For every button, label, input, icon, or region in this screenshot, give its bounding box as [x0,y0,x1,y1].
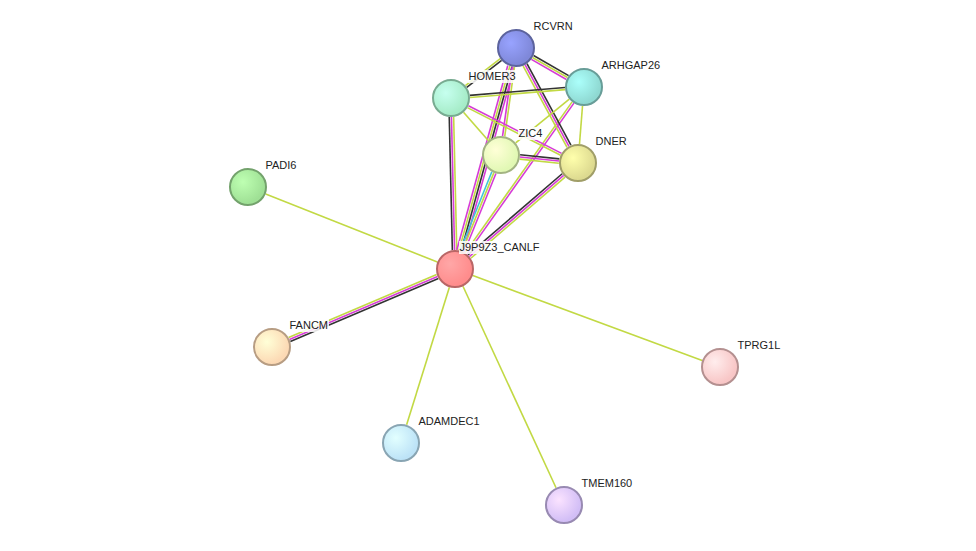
interaction-edge [579,106,582,144]
evidence-line [520,159,559,163]
evidence-line [290,278,438,341]
evidence-line [463,286,556,488]
node-label: ARHGAP26 [601,59,662,72]
evidence-line [289,274,437,337]
evidence-line [465,102,572,253]
evidence-line [407,287,450,425]
node-label: ADAMDEC1 [418,415,481,428]
protein-node: DNER [559,144,597,182]
node-label: RCVRN [533,20,574,33]
node-label: TMEM160 [581,477,634,490]
evidence-line [289,276,437,339]
evidence-line [532,57,567,77]
protein-node: ARHGAP26 [565,68,603,106]
protein-node: PADI6 [229,168,267,206]
interaction-edge [407,287,450,425]
evidence-line [470,90,565,98]
interaction-edge [289,274,439,341]
node-label: HOMER3 [468,70,517,83]
interaction-edge [266,194,438,262]
node-label: PADI6 [265,159,298,172]
interaction-edge [516,99,570,143]
protein-node: ZIC4 [482,136,520,174]
protein-node: J9P9Z3_CANLF [436,250,474,288]
protein-node: RCVRN [497,29,535,67]
interaction-edge [470,87,565,97]
protein-node: TMEM160 [545,486,583,524]
interaction-edge [449,117,457,250]
node-label: DNER [595,135,628,148]
interaction-edge [473,276,702,361]
interaction-edge [520,155,560,163]
evidence-line [473,276,702,361]
evidence-line [531,59,566,79]
interaction-edge [463,286,556,488]
evidence-line [454,117,457,250]
interaction-edge [531,56,568,80]
node-label: ZIC4 [518,127,544,140]
evidence-line [579,106,582,144]
node-label: J9P9Z3_CANLF [459,241,541,254]
protein-node: ADAMDEC1 [382,424,420,462]
evidence-line [266,194,438,262]
evidence-line [516,99,570,143]
protein-node: FANCM [253,328,291,366]
evidence-line [534,56,569,76]
node-label: FANCM [289,319,330,332]
protein-node: HOMER3 [432,79,470,117]
node-label: TPRG1L [737,339,782,352]
protein-node: TPRG1L [701,348,739,386]
